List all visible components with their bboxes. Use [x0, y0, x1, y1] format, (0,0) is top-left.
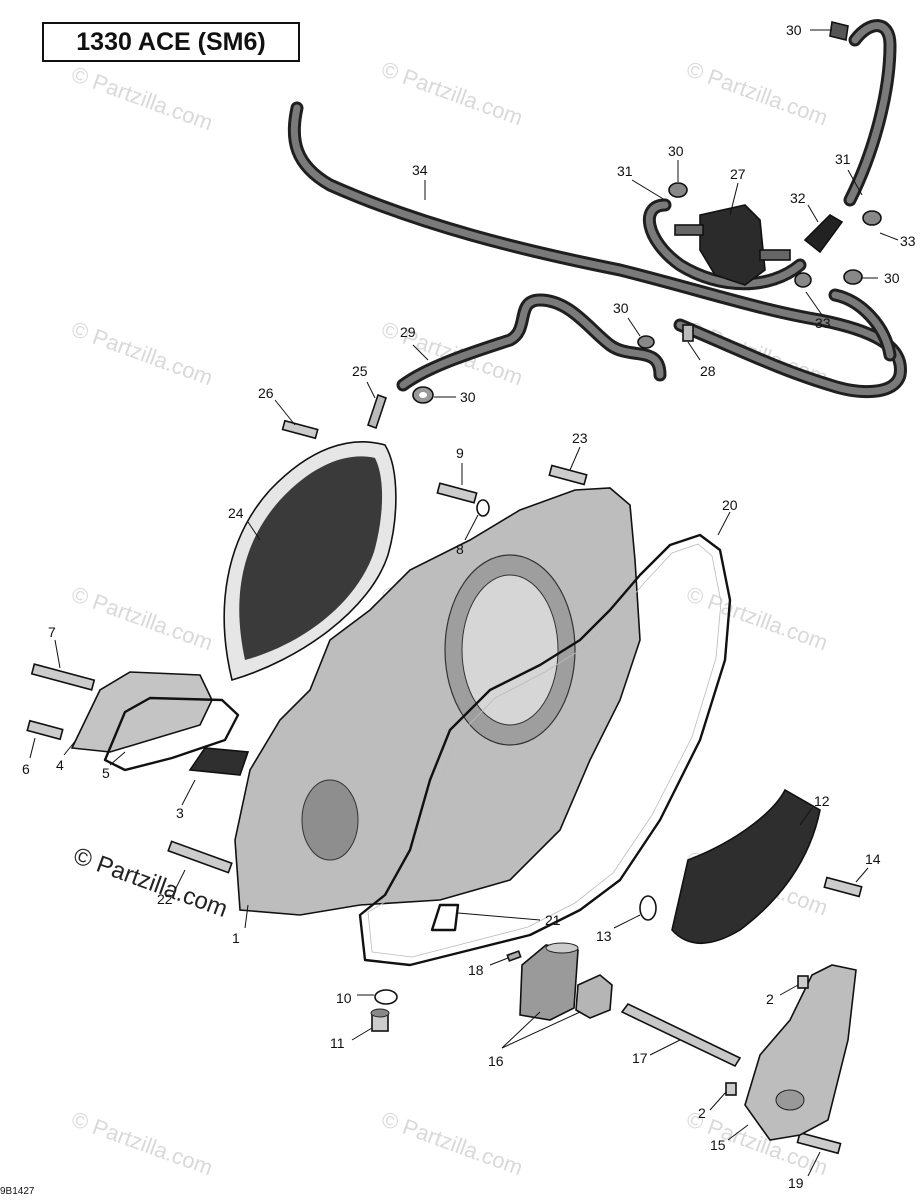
bolt-9[interactable]	[436, 482, 478, 504]
o-ring-13[interactable]	[639, 895, 657, 921]
callout-27: 27	[730, 166, 746, 182]
dowel-2-lower[interactable]	[725, 1082, 737, 1096]
shaft-17[interactable]	[620, 1002, 742, 1068]
watermark: © Partzilla.com	[378, 1106, 526, 1180]
hose-34[interactable]	[287, 101, 907, 399]
clamp-33-lower[interactable]	[794, 272, 812, 288]
callout-24: 24	[228, 505, 244, 521]
callout-7: 7	[48, 624, 56, 640]
callout-5: 5	[102, 765, 110, 781]
hose-right-short[interactable]	[828, 288, 897, 362]
clamp-30-right[interactable]	[843, 269, 863, 285]
cover-24[interactable]	[223, 441, 397, 682]
watermark: © Partzilla.com	[68, 1106, 216, 1180]
callout-18: 18	[468, 962, 484, 978]
watermark: © Partzilla.com	[683, 56, 831, 130]
gasket-5[interactable]	[103, 696, 240, 772]
fitting-28[interactable]	[682, 324, 694, 342]
callout-26: 26	[258, 385, 274, 401]
fitting-25[interactable]	[366, 393, 388, 430]
callout-11: 11	[330, 1035, 345, 1051]
pin-18[interactable]	[506, 950, 522, 962]
callout-25: 25	[352, 363, 368, 379]
callout-30: 30	[460, 389, 476, 405]
bolt-7[interactable]	[30, 663, 96, 691]
bracket-15[interactable]	[744, 964, 857, 1141]
leader-lines	[29, 29, 899, 1177]
callout-14: 14	[865, 851, 881, 867]
callout-32: 32	[790, 190, 806, 206]
washer-8[interactable]	[476, 499, 490, 517]
bolt-26[interactable]	[281, 419, 319, 440]
sleeve-16-large[interactable]	[519, 942, 579, 1021]
callout-13: 13	[596, 928, 612, 944]
watermark: © Partzilla.com	[683, 581, 831, 655]
callout-28: 28	[700, 363, 716, 379]
watermark: © Partzilla.com	[68, 61, 216, 135]
callout-numbers: 30 30 31 27 31 32 33 30 33 30 28 34 29 2…	[22, 22, 916, 1191]
filter-3[interactable]	[188, 747, 250, 776]
callout-3: 3	[176, 805, 184, 821]
hose-31-upper[interactable]	[843, 19, 897, 207]
seal-21[interactable]	[430, 903, 460, 932]
bolt-23-top[interactable]	[548, 464, 588, 486]
callout-2: 2	[698, 1105, 706, 1121]
callout-1: 1	[232, 930, 240, 946]
callout-33: 33	[900, 233, 916, 249]
callout-20: 20	[722, 497, 738, 513]
gasket-20[interactable]	[358, 533, 732, 967]
clamp-30-left[interactable]	[412, 386, 434, 404]
callout-30: 30	[884, 270, 900, 286]
callout-4: 4	[56, 757, 64, 773]
bolt-22[interactable]	[167, 840, 233, 874]
callout-15: 15	[710, 1137, 726, 1153]
valve-27[interactable]	[674, 204, 791, 286]
callout-9: 9	[456, 445, 464, 461]
hose-29[interactable]	[396, 293, 667, 392]
bolt-14[interactable]	[823, 876, 863, 898]
bolt-19[interactable]	[796, 1131, 842, 1155]
watermark: © Partzilla.com	[378, 56, 526, 130]
callout-16: 16	[488, 1053, 504, 1069]
clamp-30-small[interactable]	[637, 335, 655, 349]
callout-12: 12	[814, 793, 830, 809]
callout-21: 21	[545, 912, 561, 928]
callout-29: 29	[400, 324, 416, 340]
callout-10: 10	[336, 990, 352, 1006]
bolt-6[interactable]	[26, 719, 64, 741]
clamp-33-right[interactable]	[862, 210, 882, 226]
clamp-30-top[interactable]	[829, 21, 849, 41]
washer-10[interactable]	[374, 989, 398, 1005]
sleeve-16-small[interactable]	[575, 974, 613, 1019]
shield-12[interactable]	[671, 788, 821, 944]
diagram-title: 1330 ACE (SM6)	[42, 22, 300, 62]
document-number: 9B1427	[0, 1186, 35, 1197]
callout-6: 6	[22, 761, 30, 777]
dowel-2-upper[interactable]	[797, 975, 809, 989]
callout-2: 2	[766, 991, 774, 1007]
callout-30: 30	[668, 143, 684, 159]
clamp-30-mid[interactable]	[668, 182, 688, 198]
callout-31: 31	[617, 163, 633, 179]
callout-30: 30	[613, 300, 629, 316]
callout-17: 17	[632, 1050, 648, 1066]
callout-34: 34	[412, 162, 428, 178]
watermark: © Partzilla.com	[68, 581, 216, 655]
callout-22: 22	[157, 891, 173, 907]
callout-31: 31	[835, 151, 851, 167]
check-valve-32[interactable]	[803, 213, 844, 254]
hose-31-lower[interactable]	[643, 198, 807, 291]
watermark: © Partzilla.com	[68, 316, 216, 390]
callout-23: 23	[572, 430, 588, 446]
callout-19: 19	[788, 1175, 804, 1191]
callout-8: 8	[456, 541, 464, 557]
callout-30: 30	[786, 22, 802, 38]
callout-33: 33	[815, 315, 831, 331]
plug-11[interactable]	[370, 1008, 390, 1032]
housing-1[interactable]	[234, 487, 641, 916]
